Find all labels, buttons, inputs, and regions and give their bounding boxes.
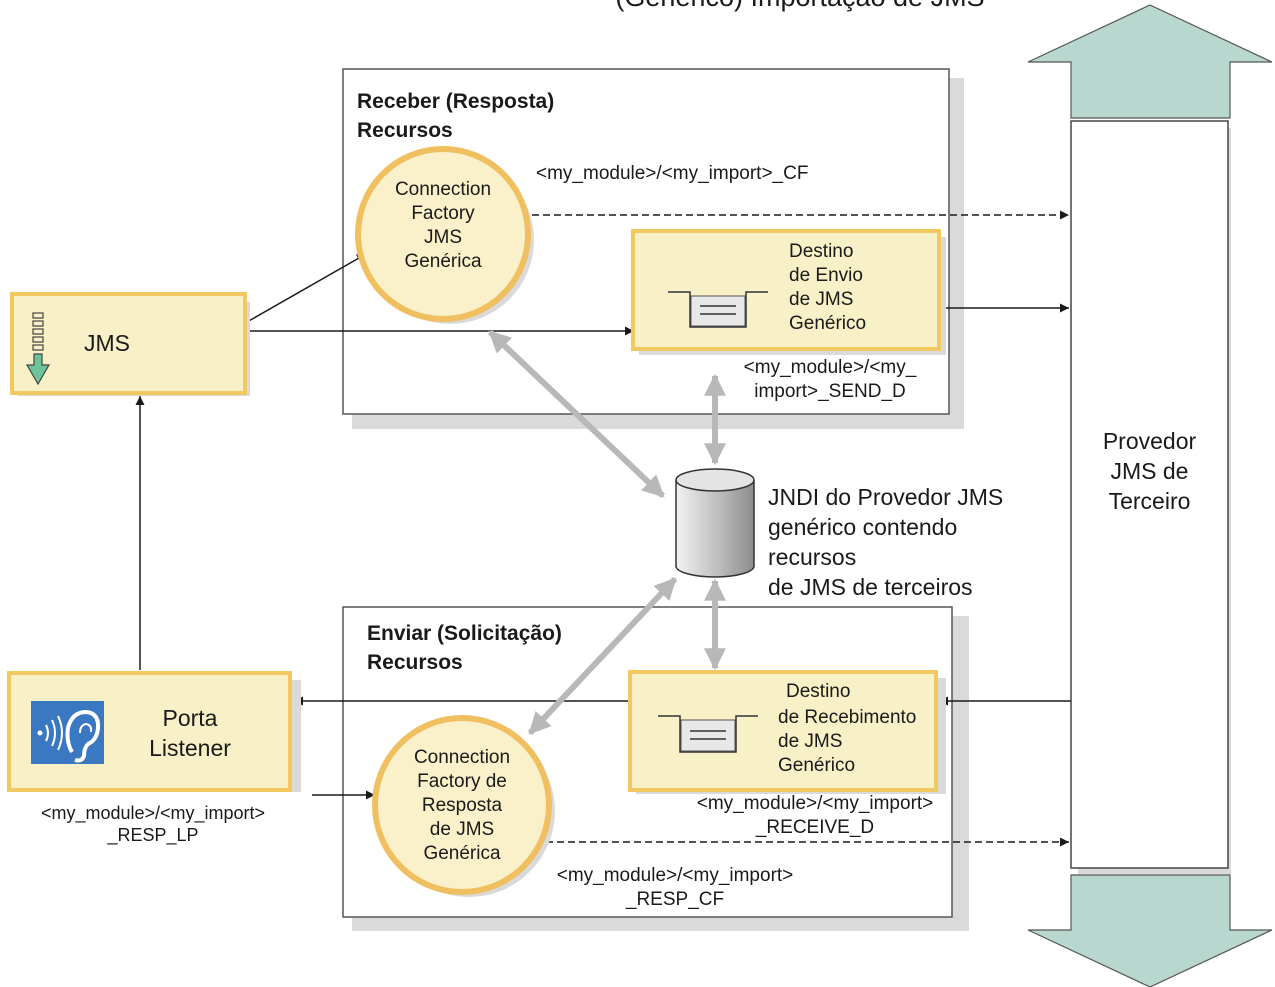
send-dest-line3: de JMS: [789, 289, 854, 310]
send-group-subtitle: Recursos: [367, 651, 463, 674]
receive-cf-jndi-name: <my_module>/<my_import>_CF: [536, 163, 809, 184]
jndi-to-receive-cf: [487, 329, 666, 499]
jndi-to-response-cf: [527, 576, 678, 736]
jms-binding-label: JMS: [84, 330, 130, 356]
provider-line2: JMS de: [1110, 458, 1189, 484]
provider-line3: Terceiro: [1108, 488, 1191, 514]
send-dest-box: [631, 229, 946, 355]
listener-port-jndi-line1: <my_module>/<my_import>: [40, 803, 266, 823]
receive-dest-line1: Destino: [786, 681, 851, 702]
send-dest-jndi-line1: <my_module>/<my_: [743, 357, 917, 378]
send-group-title: Enviar (Solicitação): [367, 622, 562, 645]
jndi-store-line4: de JMS de terceiros: [768, 574, 973, 600]
receive-cf-line4: Genérica: [404, 251, 482, 272]
response-cf-line1: Connection: [413, 747, 511, 768]
listener-port-label-line1: Porta: [162, 705, 218, 731]
download-arrow-icon: [25, 312, 51, 386]
diagram-title: (Genérico) Importação de JMS: [520, 0, 1080, 14]
response-cf-circle: [372, 715, 555, 897]
receive-dest-jndi-line2: _RECEIVE_D: [755, 817, 875, 838]
receive-dest-line2: de Recebimento: [778, 707, 917, 728]
send-dest-line1: Destino: [789, 241, 854, 262]
send-dest-line2: de Envio: [789, 265, 863, 286]
jndi-store-line2: genérico contendo: [768, 514, 958, 540]
receive-dest-line4: Genérico: [778, 755, 856, 776]
receive-group-title: Receber (Resposta): [357, 90, 555, 113]
connectors: [135, 210, 1071, 847]
listener-port-label-line2: Listener: [149, 735, 231, 761]
receive-dest-line3: de JMS: [778, 731, 843, 752]
receive-dest-box: [628, 670, 946, 794]
response-cf-line2: Factory de: [417, 771, 507, 792]
receive-dest-jndi-line1: <my_module>/<my_import>: [696, 793, 934, 814]
send-dest-line4: Genérico: [789, 313, 867, 334]
response-cf-line5: Genérica: [423, 843, 501, 864]
response-cf-jndi-line2: _RESP_CF: [625, 889, 725, 910]
queue-icon: [668, 291, 768, 328]
receive-cf-circle: [355, 146, 534, 324]
response-cf-line3: Resposta: [421, 795, 503, 816]
provider-down-arrow: [1027, 874, 1273, 987]
send-dest-jndi-line2: import>_SEND_D: [754, 381, 906, 402]
provider-up-arrow: [1027, 4, 1273, 119]
provider-column: [1070, 120, 1231, 874]
listener-port-jndi-line2: _RESP_LP: [107, 825, 199, 845]
response-cf-jndi-line1: <my_module>/<my_import>: [556, 865, 794, 886]
jms-to-receive-cf: [246, 253, 367, 323]
database-cylinder-icon: [675, 468, 755, 578]
jndi-store-line3: recursos: [768, 544, 857, 570]
listener-ear-icon: [31, 701, 104, 764]
receive-cf-line3: JMS: [424, 227, 462, 248]
receive-cf-line1: Connection: [394, 179, 492, 200]
jms-binding-box: [10, 292, 250, 396]
provider-line1: Provedor: [1102, 428, 1197, 454]
jndi-lookups: [487, 329, 726, 736]
receive-group-subtitle: Recursos: [357, 119, 453, 142]
receive-cf-line2: Factory: [411, 203, 475, 224]
response-cf-line4: de JMS: [429, 819, 495, 840]
queue-icon: [658, 715, 758, 753]
jndi-store-line1: JNDI do Provedor JMS: [768, 484, 1004, 510]
